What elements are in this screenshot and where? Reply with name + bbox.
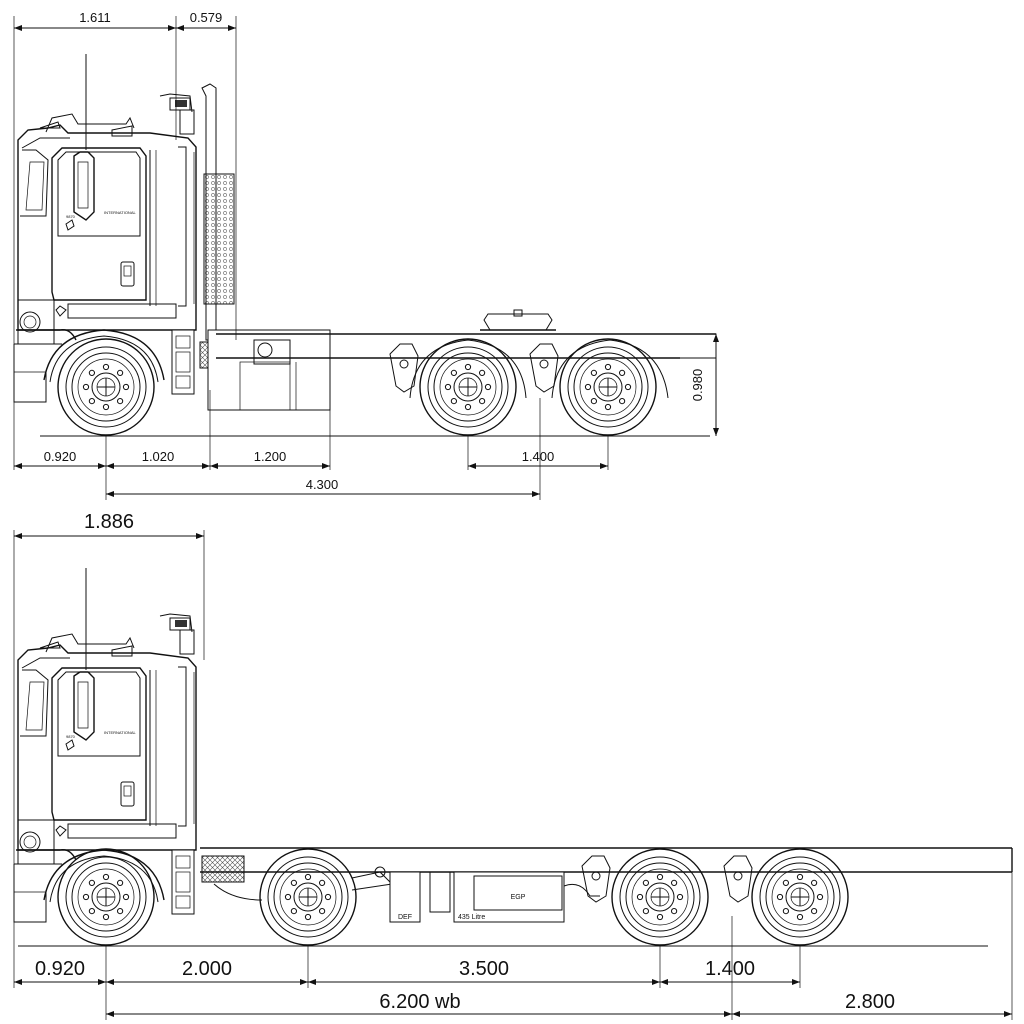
top-air-cleaner-panel bbox=[203, 173, 235, 305]
bottom-model-badge: 9870 bbox=[66, 734, 76, 739]
top-truck-drawing: 9870 INTERNATIONAL 1.611 0.579 bbox=[13, 10, 719, 500]
wheel-icon bbox=[751, 848, 849, 946]
dim-label: 4.300 bbox=[306, 477, 339, 492]
dim-label: 2.000 bbox=[182, 958, 232, 980]
dim-label: 0.980 bbox=[690, 369, 705, 402]
dim-label: 1.400 bbox=[522, 449, 555, 464]
fuel-tank-icon bbox=[453, 871, 565, 923]
dim-label: 1.200 bbox=[254, 449, 287, 464]
egp-box bbox=[473, 875, 563, 911]
egp-label: EGP bbox=[511, 894, 526, 901]
top-mudguard-front bbox=[409, 339, 527, 399]
dim-label: 1.020 bbox=[142, 449, 175, 464]
wheel-icon bbox=[611, 848, 709, 946]
def-label: DEF bbox=[398, 914, 412, 921]
top-cab bbox=[13, 93, 197, 403]
bottom-brand-badge: INTERNATIONAL bbox=[104, 730, 136, 735]
tank-capacity-label: 435 Litre bbox=[458, 914, 485, 921]
dim-label: 0.920 bbox=[44, 449, 77, 464]
bottom-step-box bbox=[201, 855, 245, 883]
fuel-tank-icon bbox=[207, 329, 331, 411]
dim-label: 0.579 bbox=[190, 10, 223, 25]
top-mudguard-rear bbox=[551, 339, 669, 399]
wheel-icon bbox=[57, 848, 155, 946]
dim-label: 3.500 bbox=[459, 958, 509, 980]
dim-label: 0.920 bbox=[35, 958, 85, 980]
bottom-dimensions: 1.886 0.920 2.000 3.500 1.400 6.200 wb bbox=[13, 511, 1013, 1020]
bottom-cab bbox=[13, 613, 197, 923]
dim-label: 6.200 wb bbox=[379, 991, 460, 1013]
wheel-icon bbox=[559, 338, 657, 436]
wheel-icon bbox=[259, 848, 357, 946]
wheel-icon bbox=[57, 338, 155, 436]
top-brand-badge: INTERNATIONAL bbox=[104, 210, 136, 215]
dim-label: 1.886 bbox=[84, 511, 134, 533]
def-tank bbox=[389, 871, 421, 923]
dim-label: 2.800 bbox=[845, 991, 895, 1013]
dim-label: 1.611 bbox=[79, 10, 111, 25]
wheel-icon bbox=[419, 338, 517, 436]
dim-label: 1.400 bbox=[705, 958, 755, 980]
top-model-badge: 9870 bbox=[66, 214, 76, 219]
bottom-truck-drawing: 9870 INTERNATIONAL DEF EGP 435 Litre 1.8… bbox=[13, 511, 1013, 1020]
top-dimensions: 1.611 0.579 0.920 1.020 1.200 1.400 4.30… bbox=[13, 10, 719, 500]
